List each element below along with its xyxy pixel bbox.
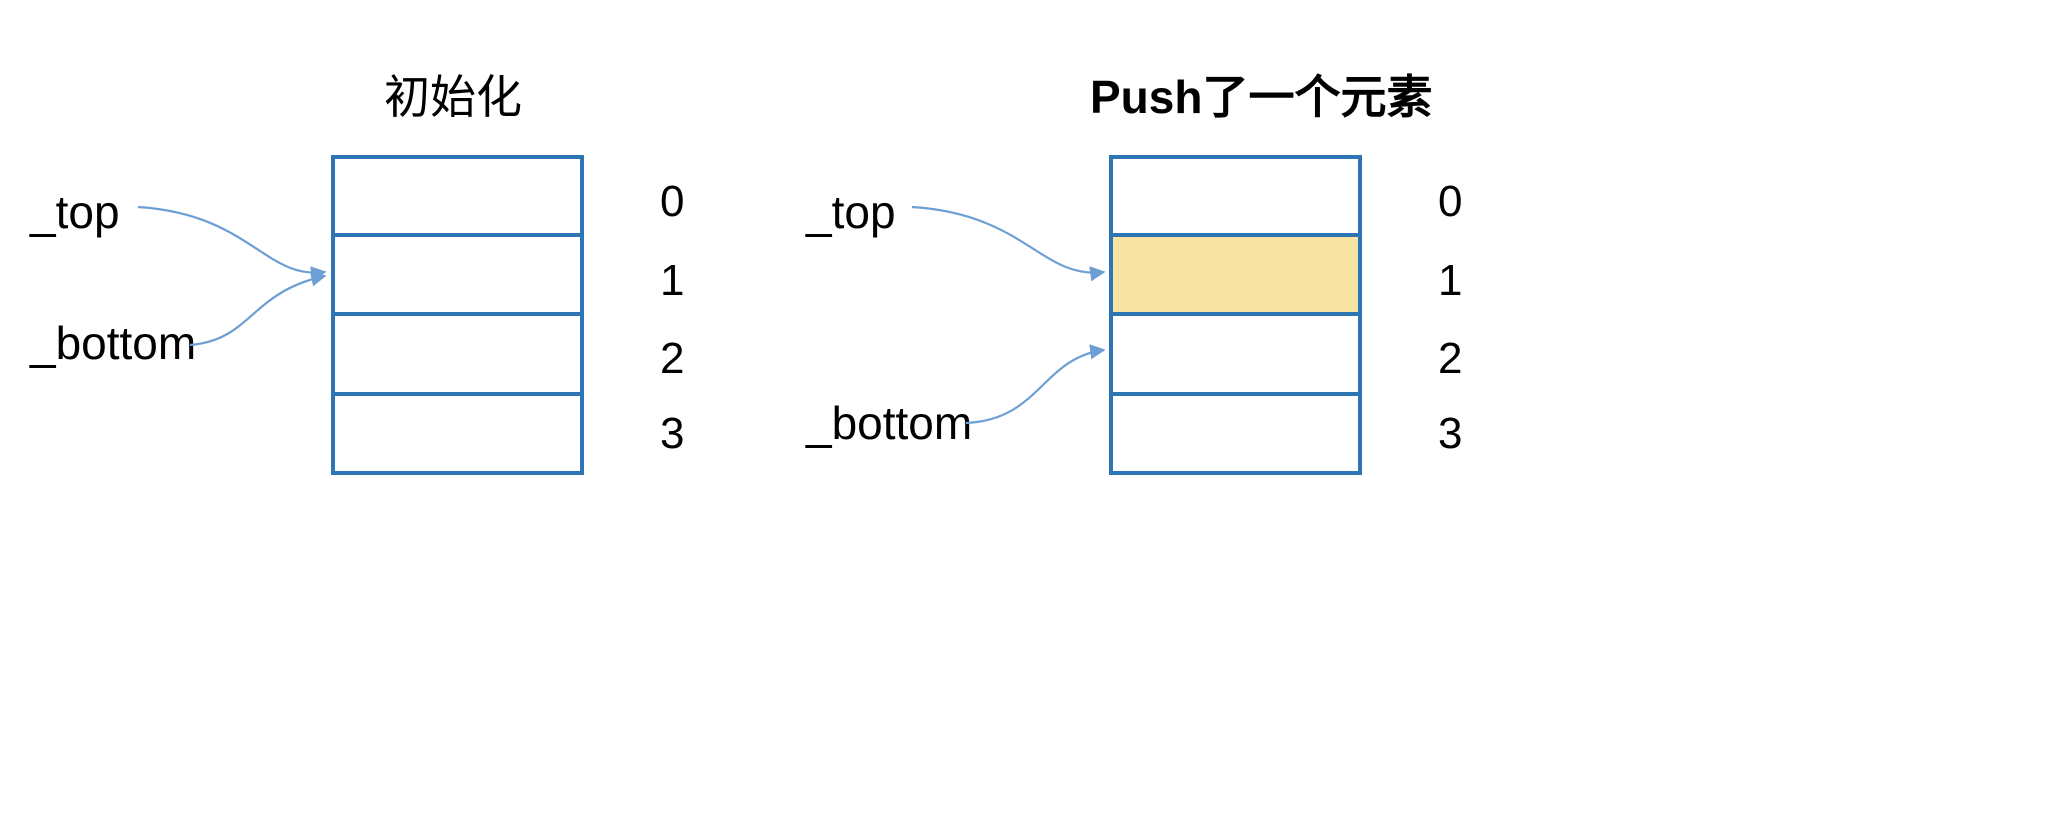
stack-cell-init-1[interactable] xyxy=(335,237,580,316)
stack-cell-init-2[interactable] xyxy=(335,316,580,396)
stack-table-init xyxy=(331,155,584,475)
connector-init-bottom xyxy=(189,271,327,347)
stack-cell-push-2[interactable] xyxy=(1113,316,1358,396)
index-label-push-0: 0 xyxy=(1438,177,1463,226)
index-label-init-2: 2 xyxy=(660,334,685,383)
pointer-label-push-bottom: _bottom xyxy=(806,397,973,449)
index-label-init-0: 0 xyxy=(660,177,685,226)
index-label-push-2: 2 xyxy=(1438,334,1463,383)
pointer-label-init-bottom: _bottom xyxy=(30,317,197,369)
index-label-push-3: 3 xyxy=(1438,409,1463,458)
connector-push-bottom xyxy=(965,344,1106,425)
pointer-label-push-top: _top xyxy=(806,186,896,238)
stack-cell-push-0[interactable] xyxy=(1113,159,1358,237)
index-label-init-1: 1 xyxy=(660,256,685,305)
stack-cell-init-0[interactable] xyxy=(335,159,580,237)
panel-title-init: 初始化 xyxy=(384,71,522,123)
stack-cell-push-3[interactable] xyxy=(1113,396,1358,471)
connector-push-top xyxy=(911,205,1106,282)
index-label-init-3: 3 xyxy=(660,409,685,458)
stack-cell-init-3[interactable] xyxy=(335,396,580,471)
index-label-push-1: 1 xyxy=(1438,256,1463,305)
stack-table-push xyxy=(1109,155,1362,475)
connector-init-top xyxy=(137,205,327,282)
stack-cell-push-1[interactable] xyxy=(1113,237,1358,316)
panel-title-push: Push了一个元素 xyxy=(1090,71,1433,123)
pointer-label-init-top: _top xyxy=(30,186,120,238)
